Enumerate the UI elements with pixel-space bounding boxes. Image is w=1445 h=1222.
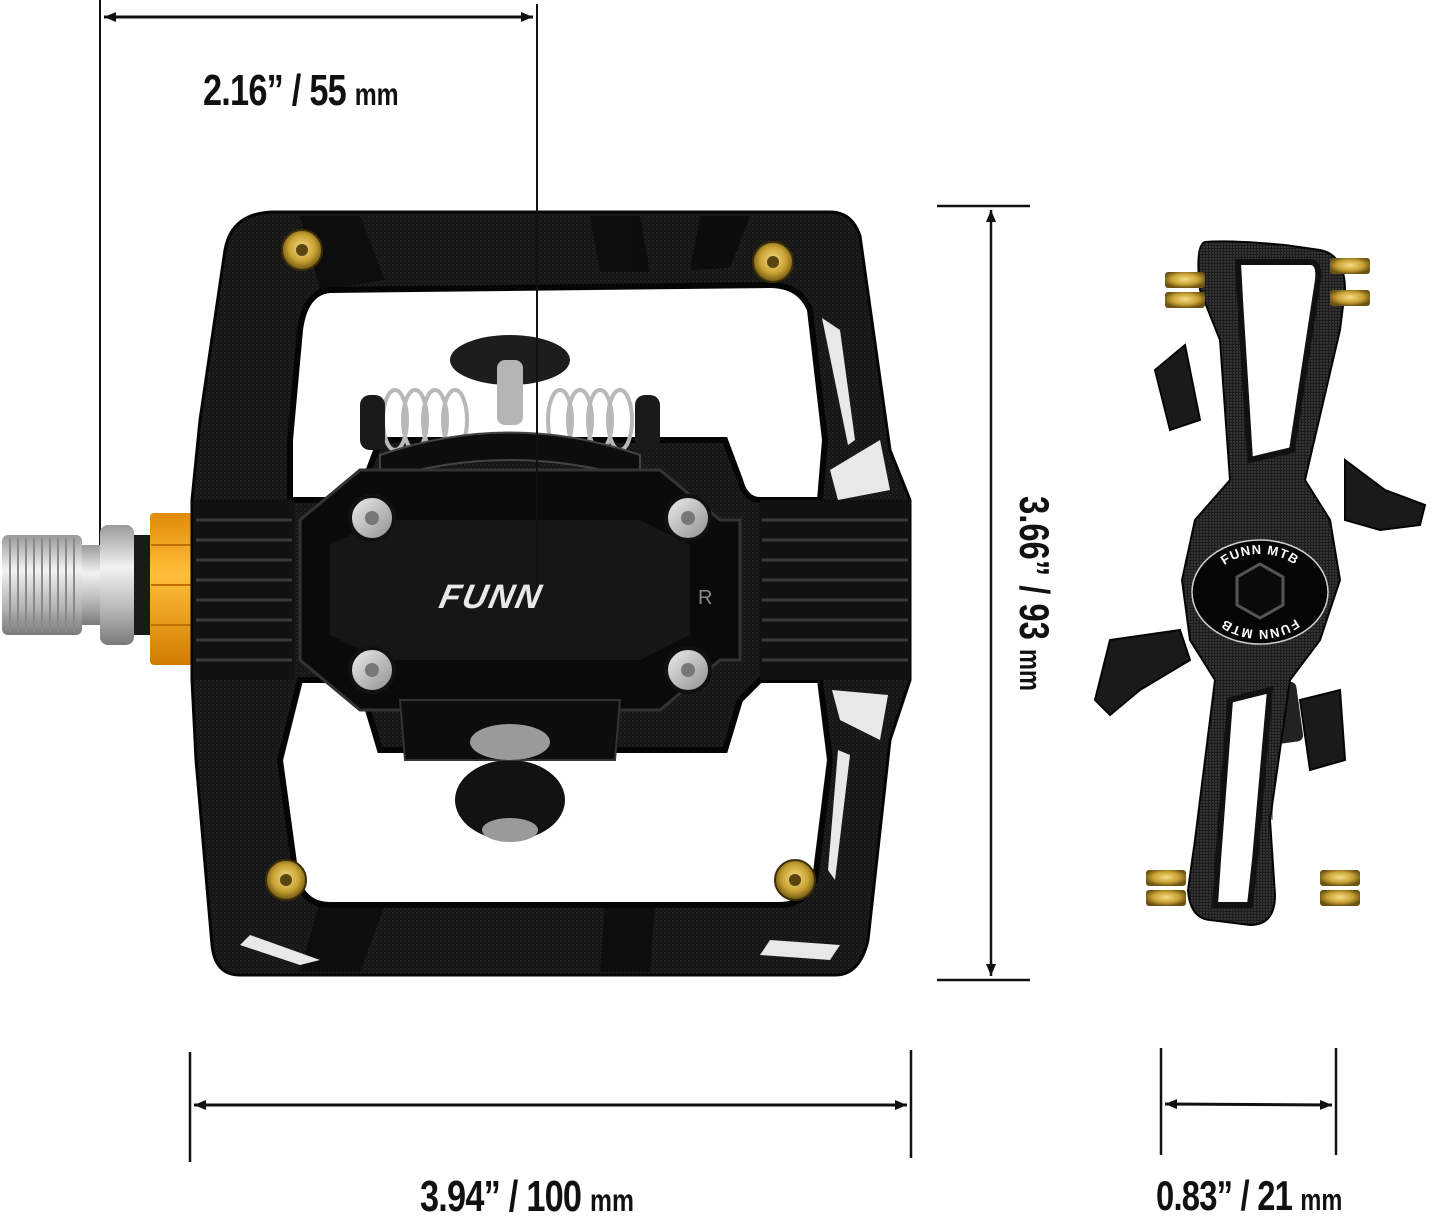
torx-bolt	[664, 646, 712, 694]
pin-icon	[1330, 258, 1370, 306]
ribbed-block-left	[194, 500, 294, 680]
pin-icon	[1320, 870, 1360, 906]
axle-cap: FUNN MTB FUNN MTB	[1191, 539, 1329, 645]
side-thickness-label: 0.83” / 21 mm	[1156, 1172, 1342, 1220]
axle-nut	[150, 513, 194, 665]
pin-icon	[774, 859, 816, 901]
bottom-dimension-value: 3.94” / 100	[420, 1172, 582, 1221]
pin-icon	[1165, 272, 1205, 308]
vertical-dimension-value: 3.66” / 93	[1011, 496, 1058, 640]
pin-icon	[1146, 870, 1186, 906]
bottom-dimension-label: 3.94” / 100 mm	[420, 1172, 634, 1222]
pin-icon	[265, 859, 307, 901]
side-marking: R	[698, 587, 713, 609]
bottom-dimension-unit: mm	[590, 1182, 634, 1218]
side-thickness-dimension	[1159, 1048, 1338, 1155]
pin-icon	[281, 229, 323, 271]
pin-icon	[752, 241, 794, 283]
clip-mechanism	[298, 335, 742, 842]
torx-bolt	[348, 494, 396, 542]
ribbed-block-right	[760, 500, 910, 680]
torx-bolt	[664, 494, 712, 542]
vertical-dimension	[937, 204, 1030, 982]
top-dimension-label: 2.16” / 55 mm	[203, 66, 399, 116]
brand-logo: FUNN	[436, 578, 547, 616]
torx-bolt	[348, 646, 396, 694]
side-thickness-value: 0.83” / 21	[1156, 1172, 1293, 1219]
bottom-dimension	[188, 1050, 913, 1162]
side-thickness-unit: mm	[1300, 1184, 1343, 1217]
spindle	[2, 525, 152, 645]
vertical-dimension-label: 3.66” / 93 mm	[1010, 496, 1058, 691]
top-dimension-value: 2.16” / 55	[203, 66, 347, 115]
pedal-front-view	[2, 210, 912, 977]
top-dimension-unit: mm	[354, 76, 399, 112]
pedal-side-view: FUNN MTB FUNN MTB	[1093, 240, 1427, 927]
accent-stripes	[240, 318, 890, 965]
vertical-dimension-unit: mm	[1013, 648, 1046, 691]
